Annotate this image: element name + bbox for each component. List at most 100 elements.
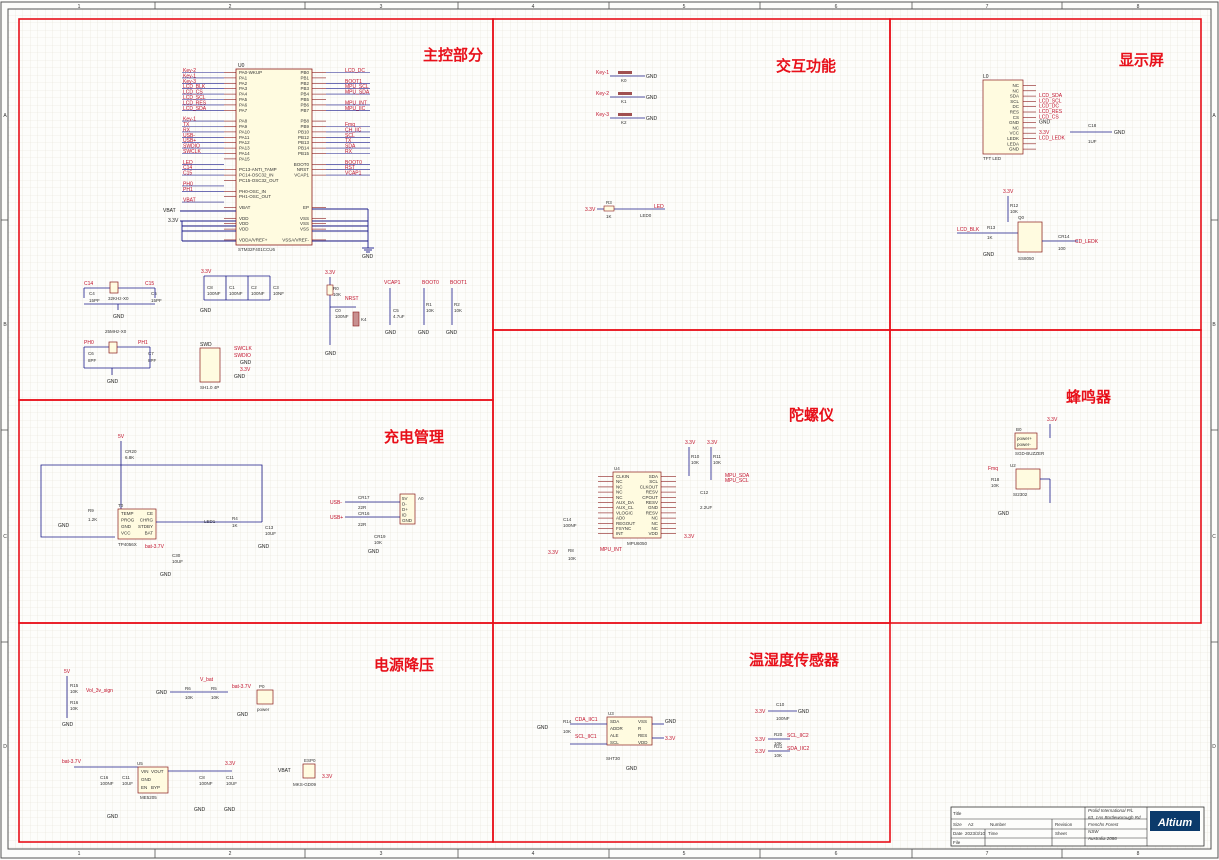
lcd-pin-label: CS — [1013, 115, 1019, 120]
mcu-net-label: Fmq — [345, 122, 355, 128]
col-label-3: 3 — [380, 4, 383, 10]
mcu-part: STM32F401CCU6 — [238, 247, 276, 252]
power-block: 5V R15 10K R16 10K Vol_3v_sign GND V_bat… — [62, 669, 333, 820]
mcu-left-pins: PA0-WKUPKey-2PA1Key-1PA2Key-3PA3LCD_BLKP… — [182, 68, 279, 242]
key-k-2: K1 — [621, 99, 627, 104]
lcd-pin-label: GND — [1009, 120, 1020, 125]
mcu-net-label: MPU_IIC — [345, 106, 366, 112]
cap-c2-val: 100NF — [251, 291, 265, 296]
gyro-pin-label: REGOUT — [616, 521, 636, 526]
boot-circuit: BOOT0 BOOT1 R1 10K R2 10K GND GND — [418, 280, 467, 336]
crystal-25m: 25MHz-X0 PH0 PH1 C6 8PF C7 8PF GND — [83, 329, 157, 385]
usb-pin-label: 5V — [402, 496, 408, 501]
ldo-pin-vout: VOUT — [151, 769, 164, 774]
key-k0[interactable]: Key-1 K0 GND — [596, 70, 658, 83]
cap-c1: C1 — [229, 285, 235, 290]
led-net: LED — [654, 204, 664, 210]
swd-pin-1: SWCLK — [234, 346, 252, 352]
mcu-pin-label: PB6 — [300, 102, 309, 107]
tb-date-lbl: Date — [953, 831, 963, 836]
mcu-pin-label: PB12 — [298, 135, 310, 140]
gnd-label: GND — [224, 807, 236, 813]
key-k1[interactable]: Key-2 K1 GND — [596, 91, 658, 104]
mcu-pin-label: PB13 — [298, 140, 310, 145]
row-label-c-r: C — [1212, 534, 1216, 540]
mcu-pin-label: PA12 — [239, 140, 250, 145]
gyro-pin-label: VDD — [648, 531, 658, 536]
temp-r21v: 10K — [774, 753, 782, 758]
x1-name: 25MHz-X0 — [105, 329, 127, 334]
switch-icon[interactable] — [302, 763, 316, 779]
mcu-pin-label: VSS — [300, 221, 309, 226]
mcu-pin-label: PC15-OSC32_OUT — [239, 178, 279, 183]
charge-led: LED1 — [204, 519, 216, 524]
mcu-net-label: SWDIO — [183, 144, 200, 150]
charge-c2v: 10UF — [172, 559, 183, 564]
gnd-label: GND — [107, 814, 119, 820]
c5-name: C5 — [151, 291, 157, 296]
gnd-label: GND — [446, 330, 458, 336]
gyro-r10: R10 — [691, 454, 700, 459]
key-k2[interactable]: Key-3 K2 GND — [596, 112, 658, 125]
lcd-pin-label: LEDK — [1007, 136, 1019, 141]
col-label-7: 7 — [986, 4, 989, 10]
section-title-display: 显示屏 — [1119, 51, 1164, 69]
usb-net-minus: USB- — [330, 500, 342, 506]
ldo-c4v: 10UF — [226, 781, 237, 786]
battery-connector-icon[interactable] — [256, 689, 274, 705]
charge-pin-label: CE — [147, 511, 153, 516]
gyro-c12v: 2.2UF — [700, 505, 713, 510]
usb-cr17: CR17 — [358, 495, 370, 500]
gyro-pin-label: NC — [616, 490, 623, 495]
gyro-pin-label: CPOUT — [642, 495, 658, 500]
col-label-6b: 6 — [835, 851, 838, 857]
cap-c3: C3 — [273, 285, 279, 290]
temp-v: 3.3V — [665, 736, 676, 742]
gnd-label: GND — [983, 252, 995, 258]
cap-c3-val: 10NF — [273, 291, 284, 296]
section-title-gyro: 陀螺仪 — [789, 406, 835, 424]
decoupling-caps: 3.3V C8 100NF C1 100NF C2 100NF C3 10NF … — [200, 269, 284, 314]
gnd-label: GND — [200, 308, 212, 314]
ground-icon — [362, 247, 374, 253]
mcu-pin-label: PH1-OSC_OUT — [239, 194, 271, 199]
mcu-net-label: Key-1 — [183, 73, 196, 79]
temp-r-v1: 3.3V — [755, 737, 766, 743]
gnd-label: GND — [58, 523, 70, 529]
gnd-label: GND — [368, 549, 380, 555]
gyro-c14v: 100NF — [563, 523, 577, 528]
mcu-pin-label: VDD — [239, 216, 249, 221]
gyro-sda: MPU_SDA — [725, 473, 750, 479]
gyro-pin-label: FSYNC — [616, 526, 632, 531]
swd-pin-2: SWDIO — [234, 353, 251, 359]
mcu-pin-label: PC13-ANTI_TAMP — [239, 167, 277, 172]
charge-v5: 5V — [118, 434, 125, 440]
power-connp: power — [257, 707, 270, 712]
temp-pin-vss: VSS — [638, 719, 647, 724]
gnd-label: GND — [258, 544, 270, 550]
col-label-1: 1 — [78, 4, 81, 10]
charge-pin-label: STDBY — [138, 524, 153, 529]
reset-net: NRST — [345, 296, 359, 302]
mcu-pin-label: PA10 — [239, 129, 250, 134]
ldo-c3: C8 — [199, 775, 205, 780]
mcu-pin-label: EP — [303, 205, 309, 210]
charge-c2: C30 — [172, 553, 181, 558]
col-label-4: 4 — [532, 4, 535, 10]
temp-r20v: 10K — [774, 741, 782, 746]
gnd-label: GND — [385, 330, 397, 336]
gyro-pin-label: AUX_CL — [616, 505, 634, 510]
tb-revision-lbl: Revision — [1055, 822, 1073, 827]
cap-c1-val: 100NF — [229, 291, 243, 296]
x0-name: 32KHz-X0 — [108, 296, 129, 301]
ldo-c2v: 10UF — [122, 781, 133, 786]
section-title-interaction: 交互功能 — [776, 57, 836, 75]
mcu-pin-label: VDDA/VREF+ — [239, 237, 268, 242]
ldo-c3v: 100NF — [199, 781, 213, 786]
lcd-cap: C18 — [1088, 123, 1097, 128]
col-label-2b: 2 — [229, 851, 232, 857]
gyro-pin-label: NC — [616, 495, 623, 500]
